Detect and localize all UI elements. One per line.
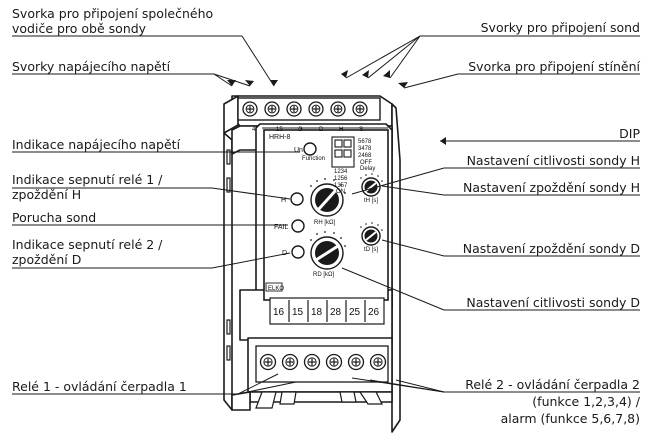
label-supply-terminals: Svorky napájecího napětí [12, 59, 171, 74]
top-mark-1: 4 [252, 127, 256, 133]
leader-lines [12, 35, 640, 395]
dip-row-left-1: 1234 [334, 169, 348, 175]
top-screw-2 [264, 101, 280, 117]
label-shield-terminal: Svorka pro připojení stínění [468, 59, 640, 74]
dip-row-right-2: 3478 [358, 146, 372, 152]
label-dip: DIP [619, 126, 640, 141]
label-delay-h: Nastavení zpoždění sondy H [462, 180, 640, 195]
bottom-terminal-strip [269, 297, 385, 325]
label-relay2-indicator: Indikace sepnutí relé 2 / zpoždění D [12, 237, 163, 267]
top-mark-4: D [319, 127, 324, 133]
supply-mark: Un [294, 147, 303, 154]
top-mark-2: 15 [276, 127, 283, 133]
knob-delay-d [361, 226, 381, 246]
dip-row-right-3: 2468 [358, 153, 372, 159]
knob-sens-d-unit: RD [kΩ] [313, 272, 334, 278]
knob-delay-h [361, 177, 381, 197]
housing-slots [226, 149, 231, 361]
bottom-terminal-3: 18 [311, 307, 323, 318]
dip-on: ON [336, 189, 345, 195]
dip-row-right-1: 5678 [358, 139, 372, 145]
led-d-label: D [282, 250, 287, 257]
top-screw-6 [352, 101, 368, 117]
dip-row-left-3: 1357 [334, 183, 348, 189]
arrowheads [227, 70, 446, 145]
bottom-screw-5 [347, 353, 365, 371]
bottom-screw-1 [259, 353, 277, 371]
brand-label: ELKO [268, 286, 284, 292]
label-common-wire: Svorka pro připojení společného vodiče p… [12, 6, 214, 36]
top-screw-3 [286, 101, 302, 117]
knob-sensitivity-d [310, 236, 344, 270]
bottom-terminal-1: 16 [273, 307, 285, 318]
label-probe-terminals: Svorky pro připojení sond [480, 20, 640, 35]
top-mark-5: H [339, 127, 343, 133]
bottom-screw-3 [303, 353, 321, 371]
dip-row-left-2: 1256 [334, 176, 348, 182]
bottom-wire-entries [255, 391, 383, 409]
bottom-terminal-2: 15 [292, 307, 304, 318]
model-label: HRH-8 [269, 134, 290, 141]
top-screw-5 [330, 101, 346, 117]
knob-sens-h-unit: RH [kΩ] [314, 220, 335, 226]
knob-sensitivity-h [310, 183, 344, 217]
bottom-screws [255, 345, 389, 383]
label-relay1-indicator: Indikace sepnutí relé 1 / zpoždění H [12, 172, 163, 202]
fail-led [291, 219, 305, 233]
label-delay-d: Nastavení zpoždění sondy D [462, 241, 640, 256]
h-led [290, 192, 304, 206]
bottom-screw-2 [281, 353, 299, 371]
dip-delay: Delay [360, 166, 375, 172]
dip-switch [331, 136, 355, 168]
knob-delay-h-unit: tH [s] [364, 198, 378, 204]
top-screw-4 [308, 101, 324, 117]
knob-scale-ticks [310, 173, 383, 247]
led-h-label: H [281, 197, 286, 204]
knob-delay-d-unit: tD [s] [364, 247, 378, 253]
dip-off: OFF [360, 160, 372, 166]
bottom-screw-6 [369, 353, 387, 371]
top-mark-6: S [359, 127, 363, 133]
label-supply-indicator: Indikace napájecího napětí [12, 137, 181, 152]
supply-led [303, 142, 317, 156]
brand-box [265, 282, 283, 292]
bottom-terminal-6: 26 [368, 307, 380, 318]
label-relay2-pump-2: (funkce 1,2,3,4) / [532, 394, 640, 409]
function-label: Function [302, 156, 325, 162]
label-sensitivity-d: Nastavení citlivosti sondy D [466, 295, 640, 310]
d-led [291, 245, 305, 259]
label-relay2-pump-1: Relé 2 - ovládání čerpadla 2 [465, 377, 640, 392]
led-fail-label: FAIL [274, 224, 289, 231]
bottom-terminal-4: 28 [330, 307, 342, 318]
label-relay2-pump-3: alarm (funkce 5,6,7,8) [500, 411, 640, 426]
top-screw-1 [242, 101, 258, 117]
label-sensitivity-h: Nastavení citlivosti sondy H [466, 153, 640, 168]
bottom-terminal-5: 25 [349, 307, 361, 318]
label-probe-fault: Porucha sond [12, 210, 97, 225]
top-mark-3: G [298, 127, 303, 133]
bottom-screw-4 [325, 353, 343, 371]
label-relay1-pump: Relé 1 - ovládání čerpadla 1 [12, 379, 187, 394]
